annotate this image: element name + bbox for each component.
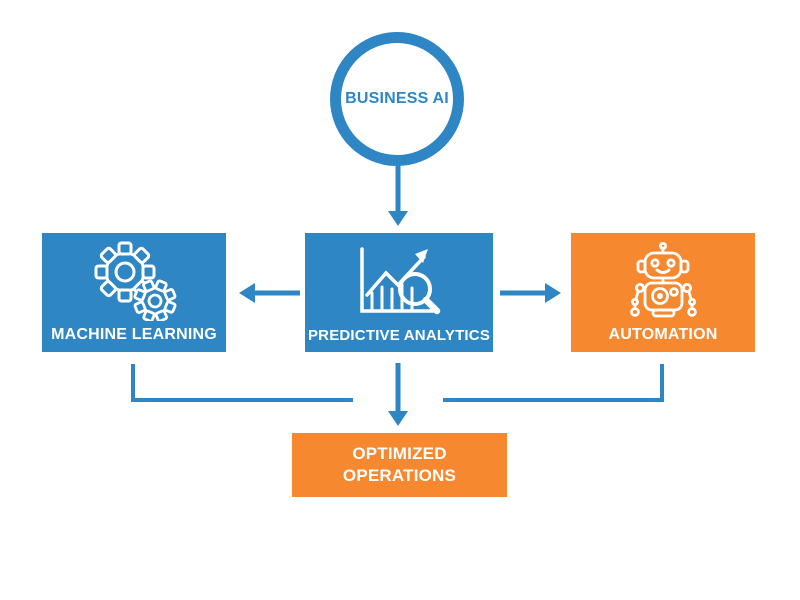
edge-automation-to-optimized-operations [443,364,664,402]
chart-growth-magnifier-icon [360,247,441,315]
robot-icon [630,242,697,318]
node-business-ai: BUSINESS AI [330,32,464,166]
edge-business-ai-to-predictive-analytics [388,163,408,226]
edge-predictive-analytics-to-optimized-operations [388,363,408,426]
node-machine-learning: MACHINE LEARNING [42,233,226,352]
node-automation: AUTOMATION [571,233,755,352]
gears-icon [94,241,177,321]
automation-label: AUTOMATION [608,326,718,343]
edge-machine-learning-to-optimized-operations [131,364,353,402]
edge-predictive-analytics-to-automation [500,283,561,303]
node-optimized-operations: OPTIMIZED OPERATIONS [292,433,507,497]
predictive-analytics-label: PREDICTIVE ANALYTICS [307,327,491,344]
optimized-operations-label: OPTIMIZED OPERATIONS [342,443,457,485]
edge-predictive-analytics-to-machine-learning [239,283,300,303]
node-predictive-analytics: PREDICTIVE ANALYTICS [305,233,493,352]
business-ai-label: BUSINESS AI [345,90,449,107]
machine-learning-label: MACHINE LEARNING [51,326,217,343]
